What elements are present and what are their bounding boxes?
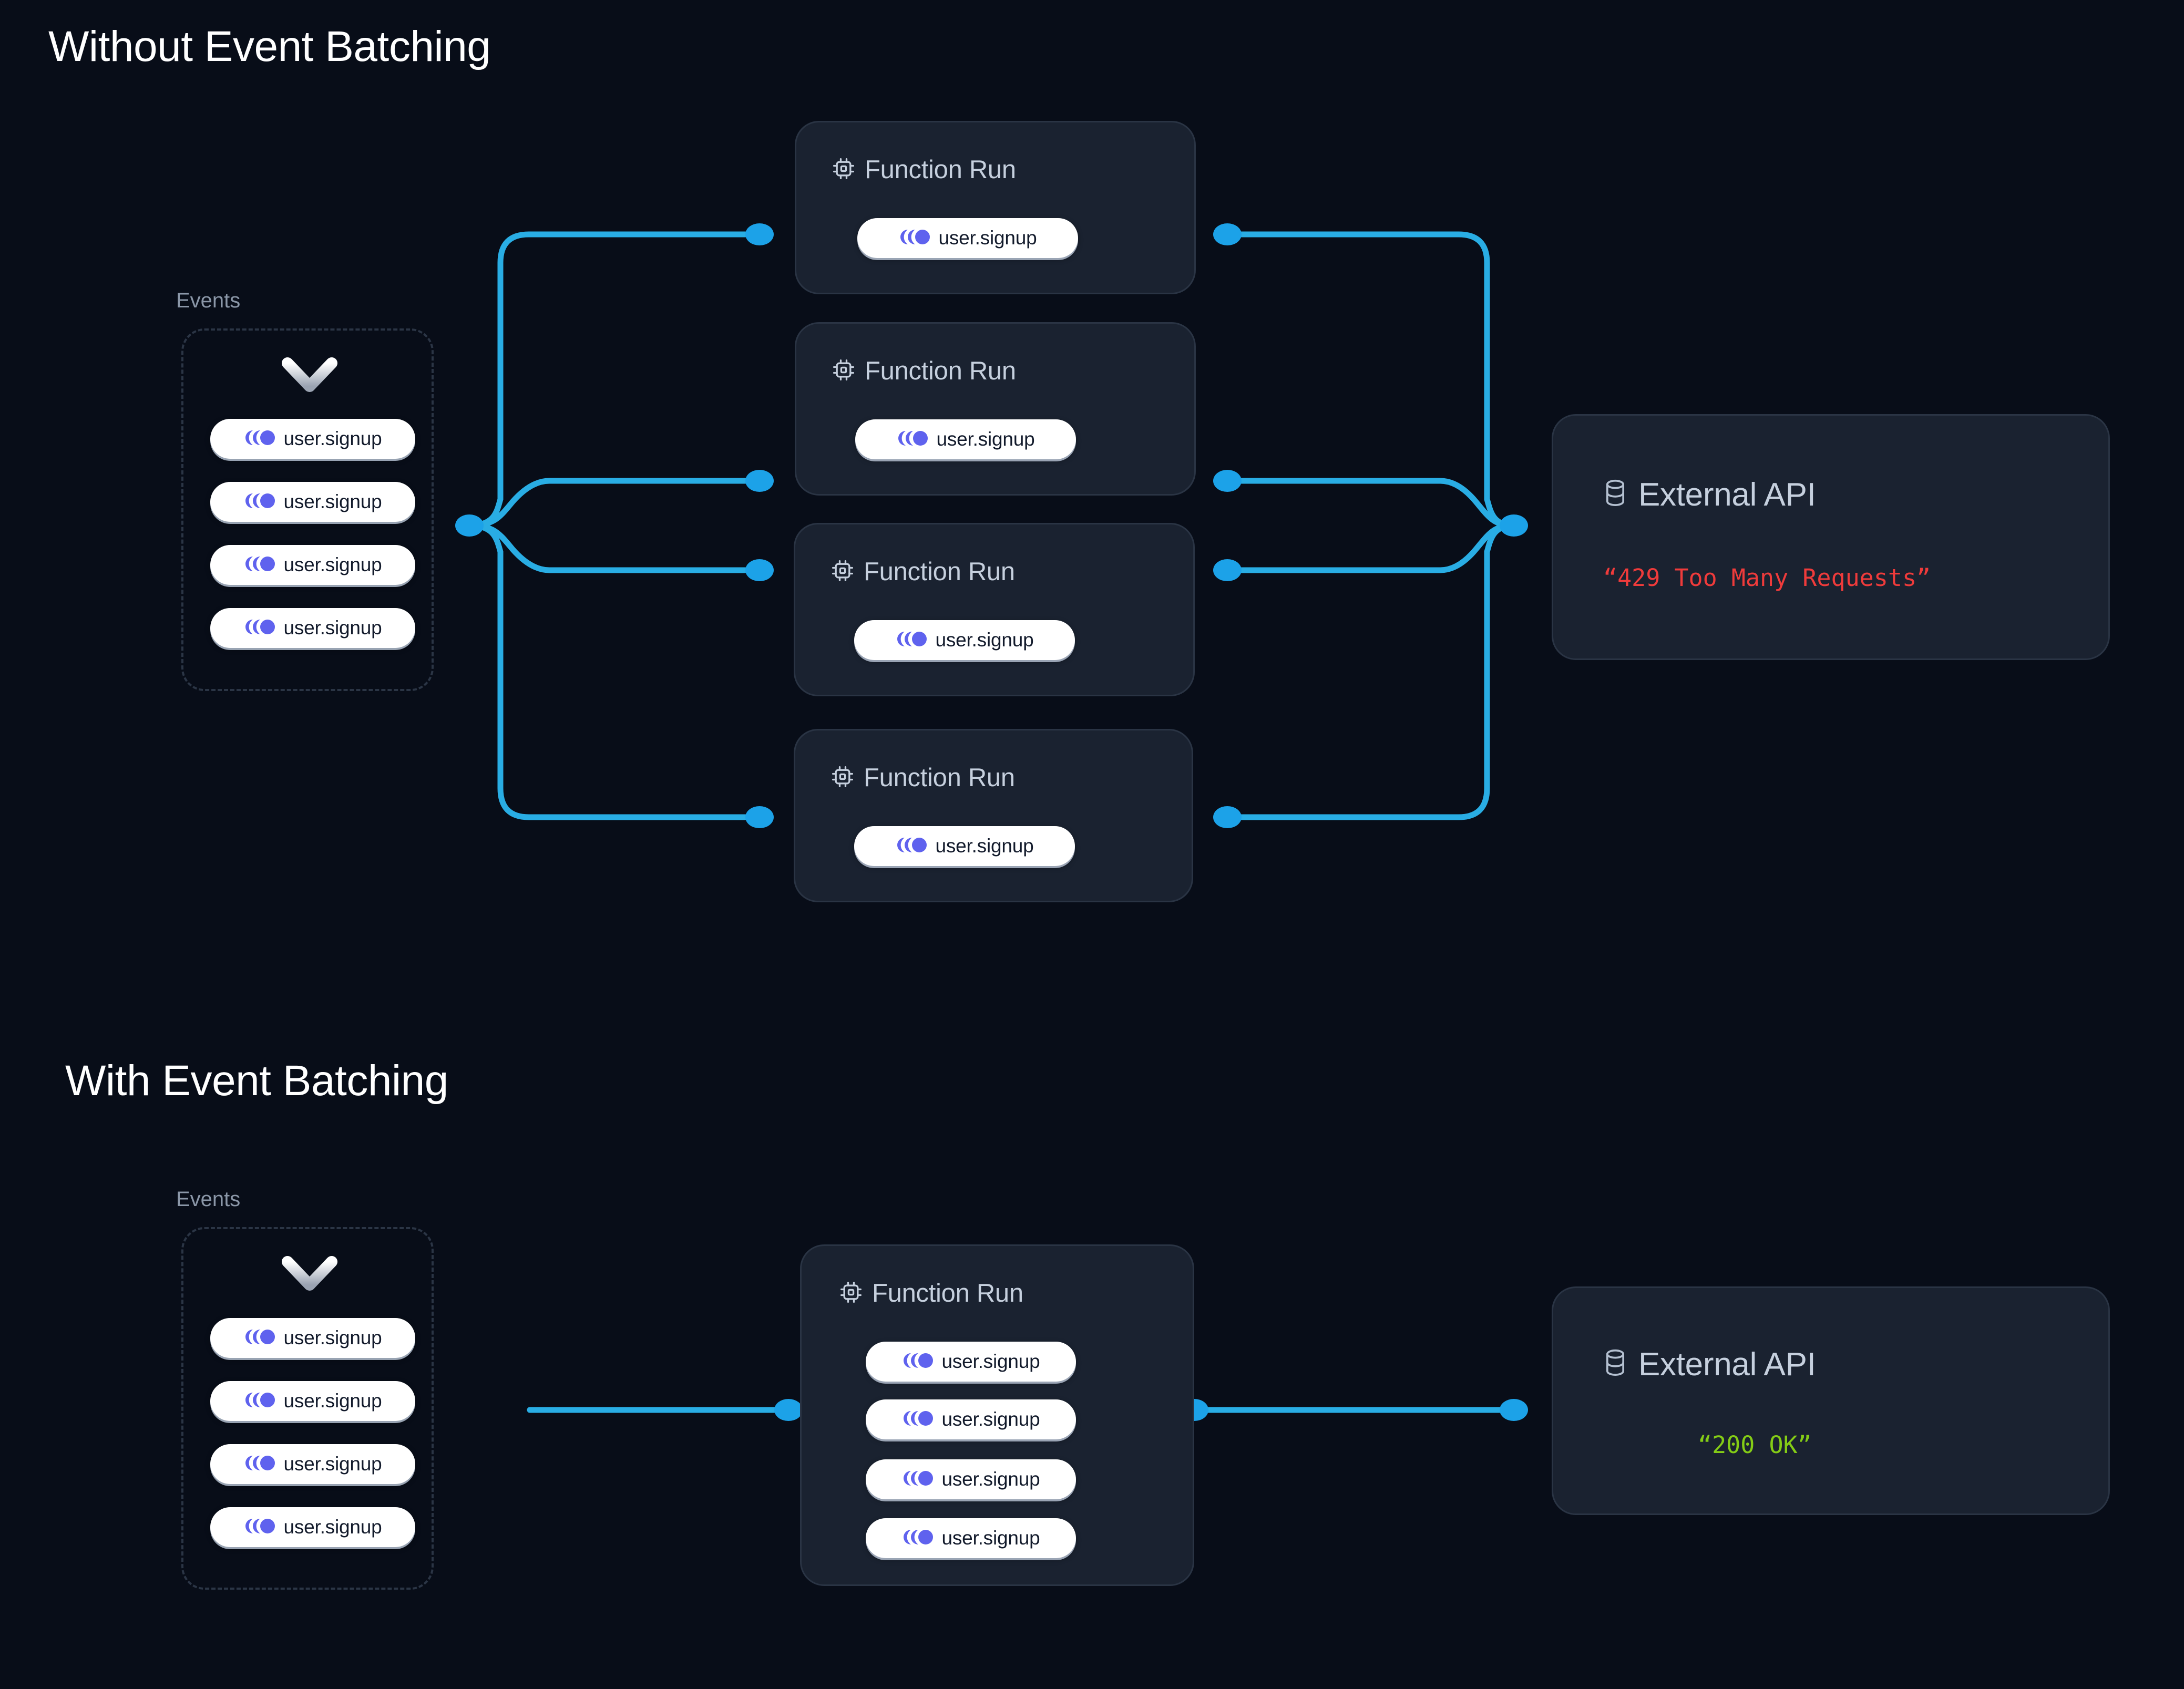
event-pill[interactable]: user.signup <box>210 545 415 585</box>
event-pill[interactable]: user.signup <box>855 419 1076 459</box>
event-pill[interactable]: user.signup <box>210 1318 415 1358</box>
chevron-down-icon <box>281 356 338 399</box>
event-pill-label: user.signup <box>283 554 382 575</box>
event-pill[interactable]: user.signup <box>210 482 415 522</box>
inngest-event-icon <box>243 429 275 449</box>
database-icon <box>1602 1347 1629 1382</box>
function-run-title: Function Run <box>872 1279 1023 1307</box>
event-pill-label: user.signup <box>938 227 1037 249</box>
cpu-chip-icon <box>831 765 854 791</box>
function-run-header: Function Run <box>839 1279 1023 1308</box>
event-pill-label: user.signup <box>936 428 1035 450</box>
event-pill-label: user.signup <box>283 428 382 449</box>
status-badge: “429 Too Many Requests” <box>1603 564 1931 592</box>
section-title-with-batching: With Event Batching <box>65 1057 448 1105</box>
status-badge: “200 OK” <box>1698 1431 1812 1459</box>
external-api-header: External API <box>1602 1346 1816 1383</box>
external-api-card[interactable]: External API “200 OK” <box>1552 1286 2110 1515</box>
events-container-top <box>181 328 434 691</box>
event-pill-label: user.signup <box>941 1527 1040 1549</box>
function-run-header: Function Run <box>832 155 1016 184</box>
event-pill[interactable]: user.signup <box>857 218 1078 258</box>
event-pill[interactable]: user.signup <box>866 1459 1076 1499</box>
external-api-title: External API <box>1638 1346 1816 1383</box>
chevron-down-icon <box>281 1254 338 1298</box>
function-run-title: Function Run <box>865 357 1016 385</box>
events-container-bottom <box>181 1227 434 1590</box>
inngest-event-icon <box>243 555 275 575</box>
inngest-event-icon <box>243 492 275 512</box>
event-pill-label: user.signup <box>941 1468 1040 1490</box>
cpu-chip-icon <box>832 157 855 183</box>
section-title-without-batching: Without Event Batching <box>48 23 491 70</box>
database-icon <box>1602 478 1629 512</box>
event-pill-label: user.signup <box>283 1327 382 1348</box>
inngest-event-icon <box>243 618 275 638</box>
inngest-event-icon <box>896 429 928 450</box>
event-pill-label: user.signup <box>935 629 1034 651</box>
event-pill[interactable]: user.signup <box>210 1444 415 1484</box>
events-label-bottom: Events <box>176 1188 241 1211</box>
external-api-card[interactable]: External API “429 Too Many Requests” <box>1552 414 2110 660</box>
inngest-event-icon <box>901 1528 934 1549</box>
event-pill[interactable]: user.signup <box>210 419 415 459</box>
function-run-card-batched[interactable]: Function Run user.signup user.signup <box>800 1244 1194 1586</box>
inngest-event-icon <box>243 1391 275 1412</box>
inngest-event-icon <box>898 228 930 249</box>
event-pill[interactable]: user.signup <box>866 1518 1076 1558</box>
event-pill[interactable]: user.signup <box>866 1342 1076 1382</box>
event-pill-label: user.signup <box>283 617 382 638</box>
function-run-header: Function Run <box>831 763 1015 792</box>
inngest-event-icon <box>895 836 927 857</box>
event-pill[interactable]: user.signup <box>854 620 1075 660</box>
event-pill-label: user.signup <box>941 1351 1040 1372</box>
external-api-title: External API <box>1638 477 1816 513</box>
events-label-top: Events <box>176 289 241 312</box>
inngest-event-icon <box>895 630 927 651</box>
inngest-event-icon <box>901 1352 934 1372</box>
cpu-chip-icon <box>839 1281 863 1306</box>
inngest-event-icon <box>901 1469 934 1490</box>
cpu-chip-icon <box>832 358 855 384</box>
event-pill[interactable]: user.signup <box>854 826 1075 866</box>
event-pill-label: user.signup <box>283 1390 382 1412</box>
function-run-card[interactable]: Function Run user.signup <box>794 729 1193 902</box>
inngest-event-icon <box>901 1409 934 1430</box>
event-pill[interactable]: user.signup <box>210 608 415 648</box>
event-pill-label: user.signup <box>283 491 382 512</box>
event-pill-label: user.signup <box>935 835 1034 857</box>
inngest-event-icon <box>243 1328 275 1348</box>
inngest-event-icon <box>243 1454 275 1475</box>
function-run-card[interactable]: Function Run user.signup <box>795 322 1196 496</box>
inngest-event-icon <box>243 1517 275 1538</box>
event-pill-label: user.signup <box>941 1408 1040 1430</box>
function-run-header: Function Run <box>831 557 1015 586</box>
event-pill[interactable]: user.signup <box>210 1381 415 1421</box>
function-run-title: Function Run <box>865 156 1016 184</box>
event-pill-label: user.signup <box>283 1516 382 1538</box>
function-run-card[interactable]: Function Run user.signup <box>794 523 1195 696</box>
function-run-card[interactable]: Function Run user.signup <box>795 121 1196 294</box>
event-pill[interactable]: user.signup <box>866 1399 1076 1439</box>
function-run-header: Function Run <box>832 356 1016 386</box>
function-run-title: Function Run <box>864 558 1015 586</box>
function-run-title: Function Run <box>864 764 1015 792</box>
event-pill-label: user.signup <box>283 1453 382 1475</box>
cpu-chip-icon <box>831 559 854 585</box>
external-api-header: External API <box>1602 476 1816 513</box>
event-pill[interactable]: user.signup <box>210 1507 415 1547</box>
